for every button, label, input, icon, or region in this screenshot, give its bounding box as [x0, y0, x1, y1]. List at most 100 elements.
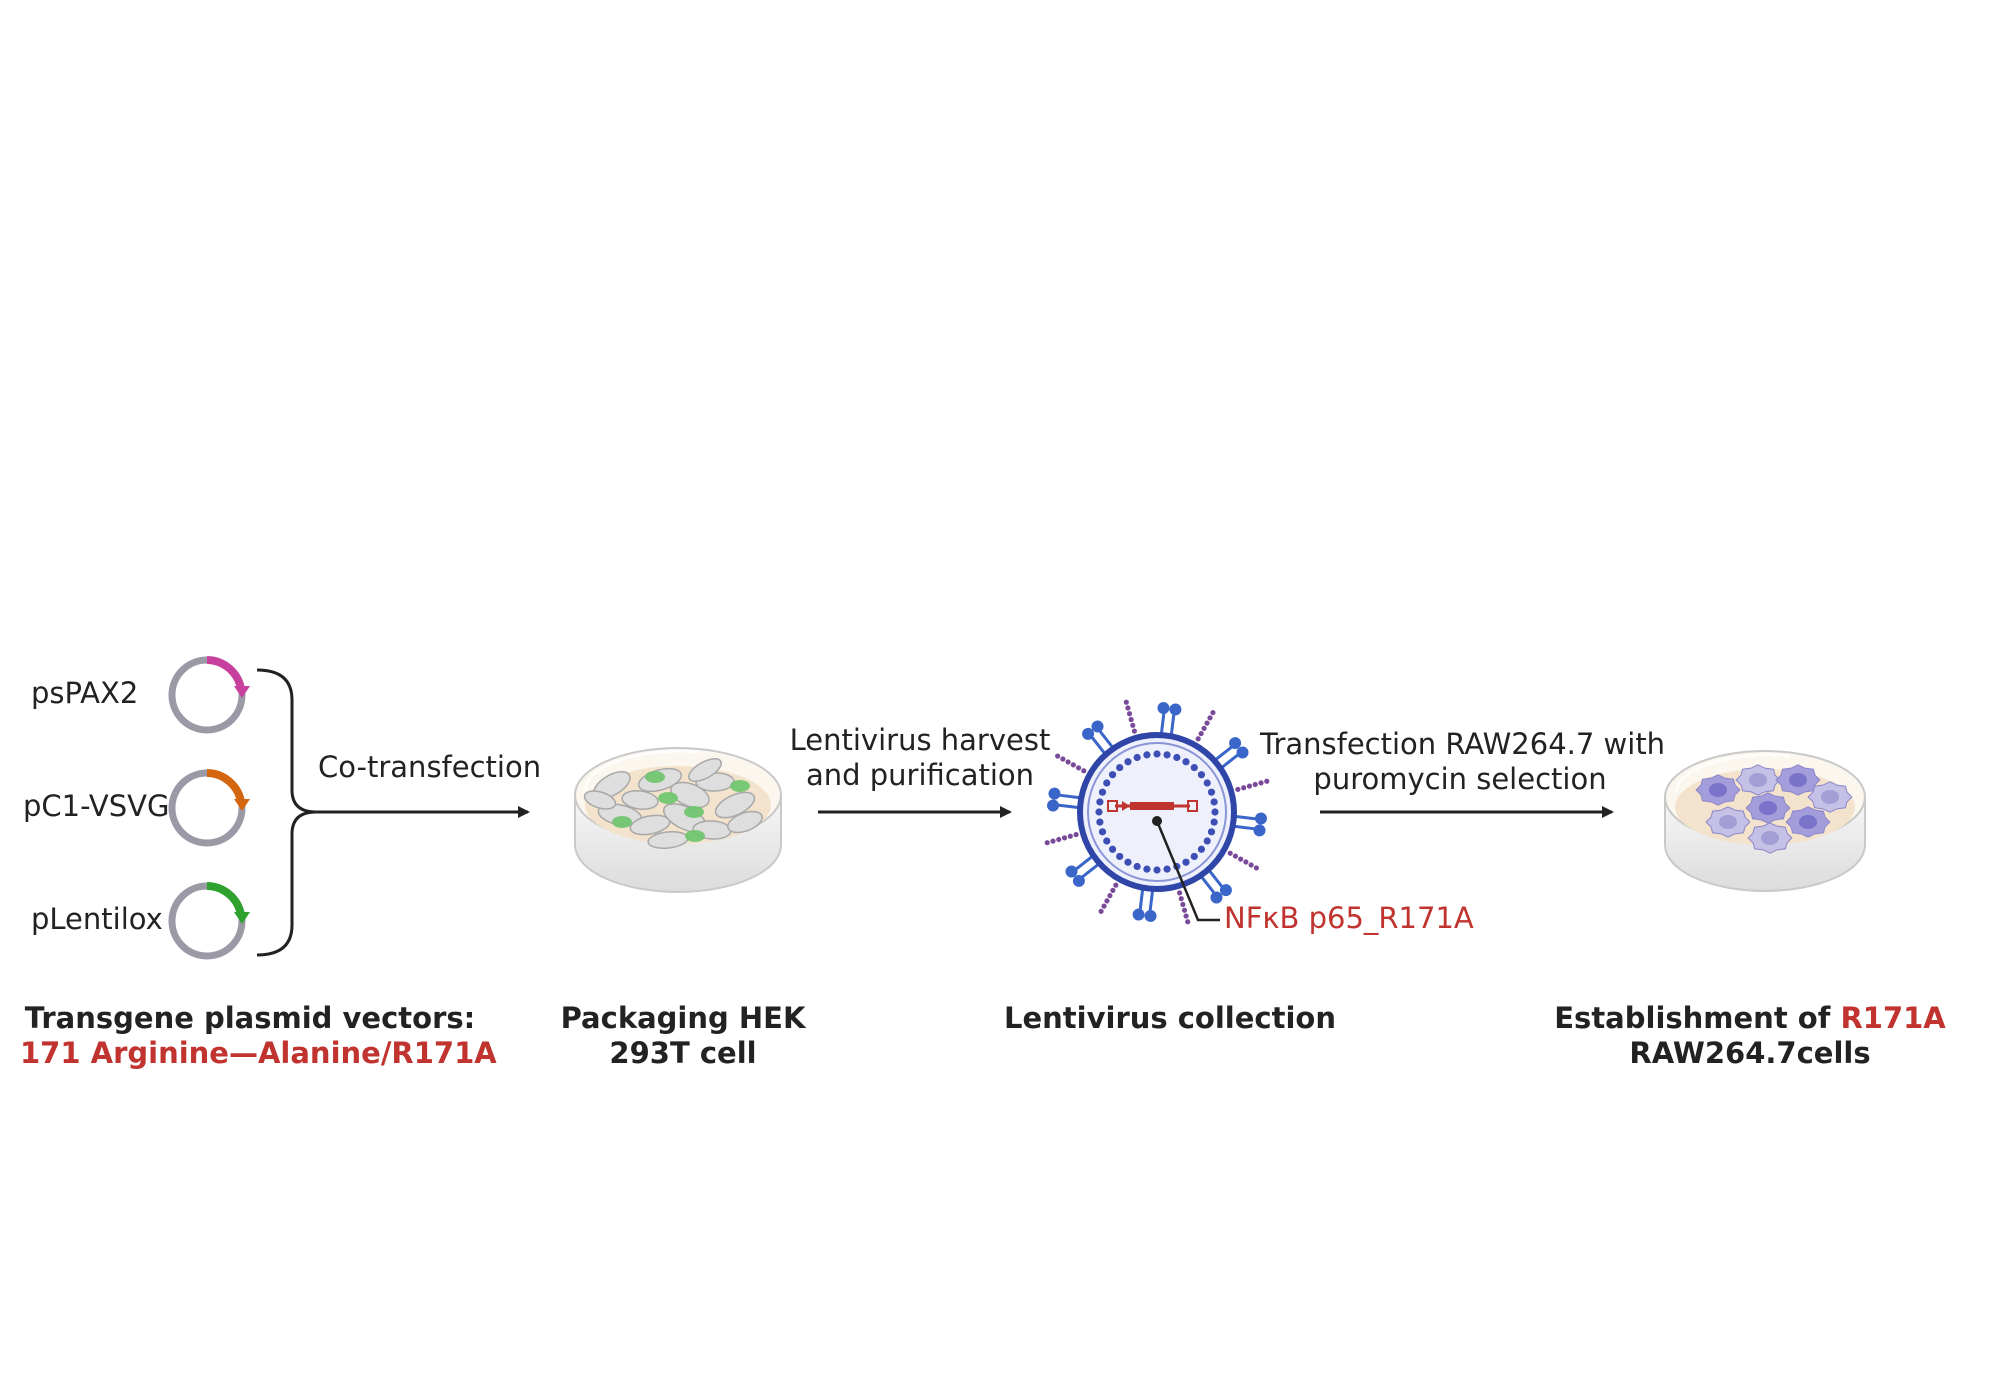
- plasmid-insert-arc: [206, 656, 245, 690]
- hek-cell-transfected: [645, 771, 665, 783]
- hek-cell: [621, 790, 659, 810]
- capsid-dot: [1203, 779, 1211, 787]
- envelope-spike: [1200, 869, 1232, 904]
- step-label-transfection-line1: Transfection RAW264.7 with: [1260, 727, 1666, 761]
- caption-establishment-line1: Establishment of R171A: [1540, 1001, 1960, 1036]
- envelope-spike: [1177, 890, 1191, 925]
- envelope-spike: [1047, 787, 1081, 812]
- capsid-dot: [1116, 852, 1124, 861]
- envelope-spike: [1157, 702, 1182, 736]
- hek-cell-transfected: [658, 792, 678, 804]
- capsid-dot: [1190, 763, 1198, 772]
- caption-plasmid-vectors-line1: Transgene plasmid vectors:: [24, 1001, 476, 1035]
- capsid-dot: [1153, 750, 1161, 758]
- caption-establishment-prefix: Establishment of: [1554, 1001, 1841, 1035]
- capsid-dot: [1103, 779, 1111, 787]
- hek-cell-transfected: [730, 780, 750, 792]
- capsid-dot: [1098, 788, 1107, 796]
- envelope-spike: [1065, 855, 1100, 887]
- hek-cell-transfected: [685, 830, 705, 842]
- hek-cell: [670, 781, 710, 809]
- step-label-cotransfection: Co-transfection: [318, 750, 542, 784]
- plasmid-insert-arc: [206, 882, 245, 916]
- hek-cell: [688, 758, 722, 782]
- plasmid-insert-arc: [206, 769, 245, 803]
- gene-insert-bar: [1130, 802, 1174, 810]
- caption-establishment-line2: RAW264.7cells: [1629, 1036, 1871, 1070]
- plasmid-label-pspax2: psPAX2: [31, 676, 139, 710]
- step-label-transfection: Transfection RAW264.7 with puromycin sel…: [1260, 727, 1666, 797]
- ltr-left: [1107, 800, 1118, 812]
- plasmid-label-plentilox: pLentilox: [31, 902, 163, 936]
- virus-envelope-inner: [1087, 742, 1227, 882]
- capsid-dot: [1116, 763, 1124, 772]
- capsid-dot: [1124, 758, 1132, 766]
- step-label-transfection-line2: puromycin selection: [1313, 762, 1607, 796]
- envelope-spike: [1055, 753, 1087, 774]
- capsid-dot: [1163, 751, 1171, 759]
- envelope-spike: [1123, 699, 1137, 734]
- capsid-dot: [1197, 845, 1206, 853]
- plasmid-pspax2: [168, 656, 250, 734]
- hek-cell-layer: [583, 758, 763, 849]
- envelope-spike: [1082, 720, 1114, 755]
- raw264-culture-dish: [1664, 750, 1866, 892]
- capsid-dot: [1210, 818, 1218, 826]
- capsid-dot: [1108, 771, 1117, 779]
- callout-leader-line: [1155, 820, 1220, 922]
- capsid-dot: [1203, 837, 1211, 845]
- capsid-dot: [1108, 845, 1117, 853]
- step-label-harvest: Lentivirus harvest and purification: [775, 723, 1065, 793]
- capsid-dot: [1096, 798, 1104, 806]
- envelope-spike: [1233, 812, 1267, 837]
- raw264-cell-layer: [1695, 764, 1853, 854]
- plasmid-insert-arrowhead: [234, 912, 250, 924]
- step-label-harvest-line2: and purification: [805, 758, 1035, 792]
- capsid-dot: [1143, 865, 1151, 873]
- capsid-dot: [1096, 818, 1104, 826]
- capsid-dot: [1133, 753, 1141, 762]
- capsid-dot: [1190, 852, 1198, 861]
- caption-packaging-hek-line1: Packaging HEK: [560, 1001, 806, 1035]
- capsid-dot: [1211, 808, 1219, 816]
- caption-plasmid-vectors-line2: 171 Arginine—Alanine/R171A: [20, 1036, 497, 1070]
- raw-cell-nucleus: [1799, 815, 1817, 829]
- capsid-dot: [1163, 865, 1171, 873]
- raw-cell-nucleus: [1821, 790, 1839, 804]
- envelope-spike: [1195, 710, 1216, 742]
- plasmid-pc1-vsvg: [168, 769, 250, 847]
- envelope-spike: [1227, 850, 1259, 871]
- hek-cell: [727, 810, 763, 834]
- capsid-dot: [1095, 808, 1103, 816]
- capsid-dot: [1210, 798, 1218, 806]
- capsid-dot: [1197, 771, 1206, 779]
- capsid-dot: [1124, 858, 1132, 866]
- capsid-dot: [1207, 788, 1216, 796]
- ltr-right: [1187, 800, 1198, 812]
- hek-cell-transfected: [684, 806, 704, 818]
- capsid-dot: [1173, 753, 1181, 762]
- caption-establishment-highlight: R171A: [1840, 1001, 1946, 1035]
- plasmid-insert-arrowhead: [234, 799, 250, 811]
- capsid-dot: [1098, 828, 1107, 836]
- plasmid-insert-arrowhead: [234, 686, 250, 698]
- envelope-spike: [1235, 778, 1270, 792]
- capsid-dot: [1153, 866, 1161, 874]
- envelope-spike: [1214, 737, 1249, 769]
- hek-cell: [583, 790, 617, 810]
- virus-genome-insert: [1107, 800, 1198, 812]
- step-label-harvest-line1: Lentivirus harvest: [789, 723, 1051, 757]
- caption-packaging-hek-line2: 293T cell: [609, 1036, 757, 1070]
- caption-plasmid-vectors: Transgene plasmid vectors: 171 Arginine—…: [20, 1001, 497, 1071]
- hek293t-culture-dish: [574, 747, 782, 893]
- lentivirus-particle: [1044, 699, 1270, 925]
- caption-establishment: Establishment of R171A RAW264.7cells: [1540, 1001, 1960, 1071]
- raw-cell-nucleus: [1789, 773, 1807, 787]
- plasmid-brace: [256, 668, 317, 957]
- capsid-dot: [1182, 858, 1190, 866]
- hek-cell-transfected: [612, 816, 632, 828]
- capsid-dot: [1182, 758, 1190, 766]
- raw-cell-nucleus: [1759, 801, 1777, 815]
- envelope-spike: [1098, 882, 1119, 914]
